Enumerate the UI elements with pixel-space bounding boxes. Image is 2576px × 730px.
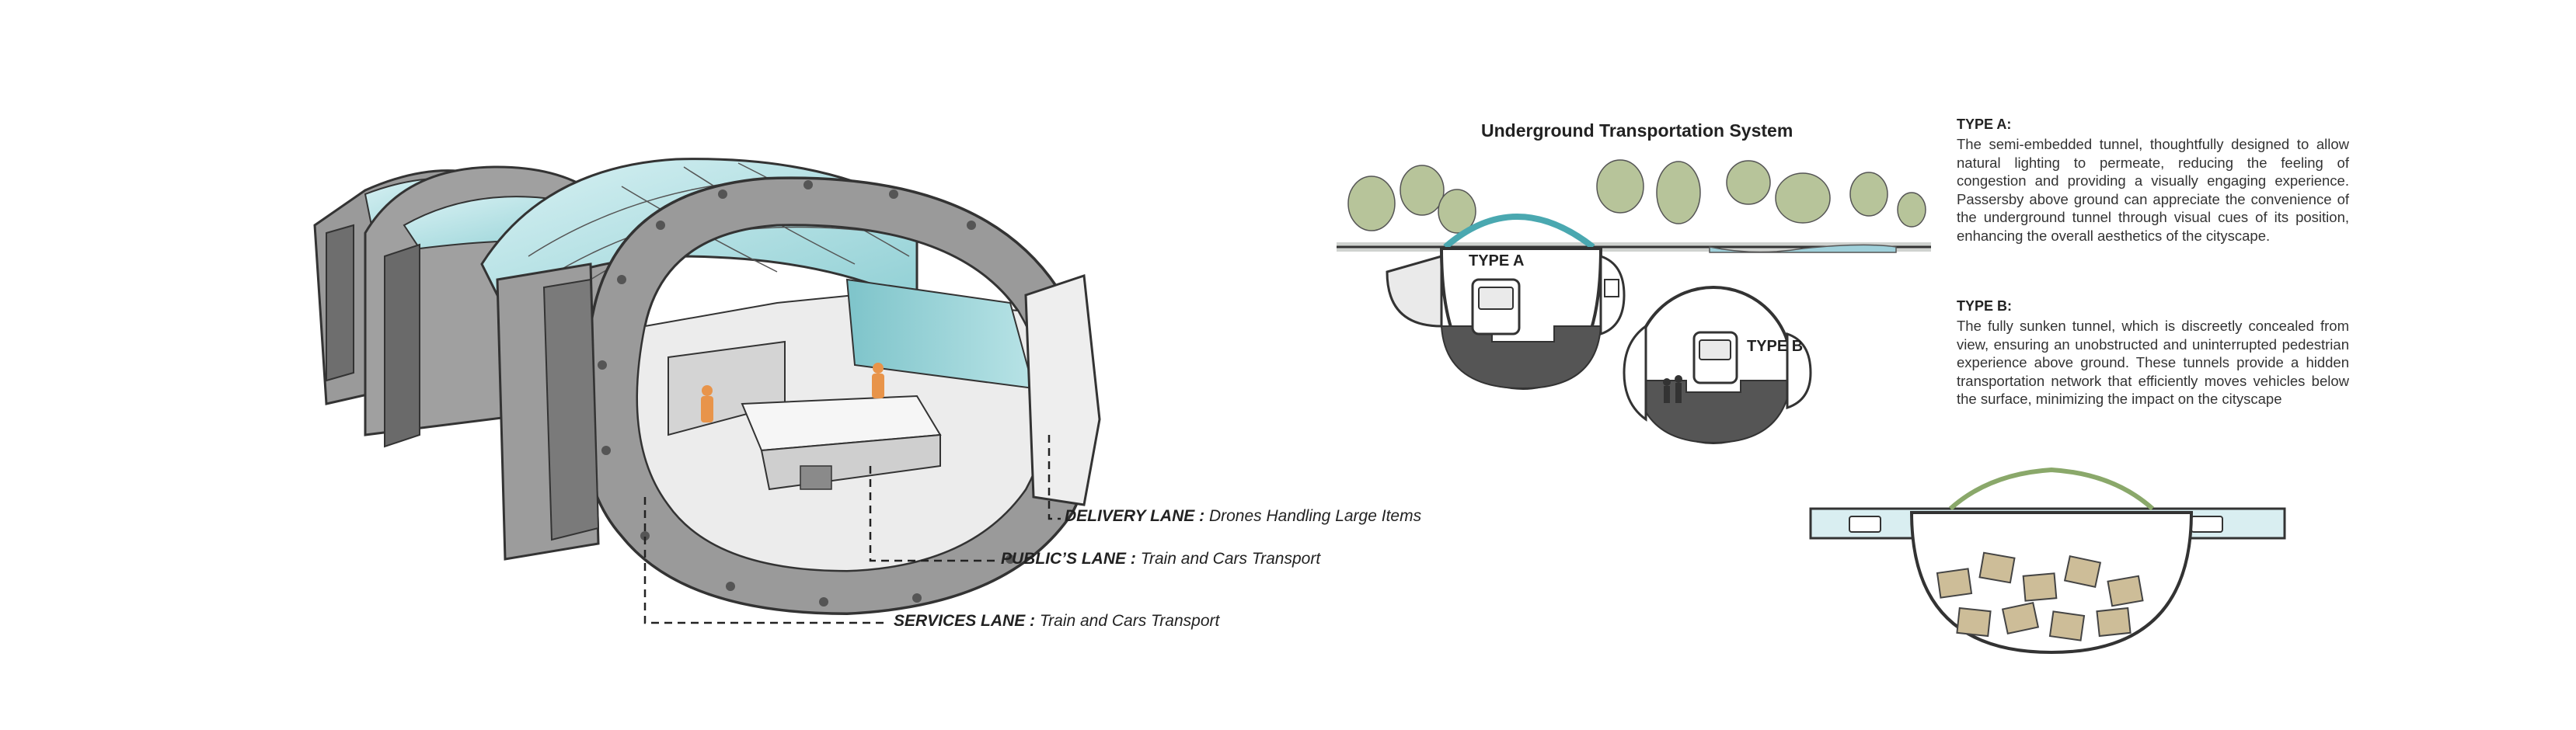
- type-a-heading: TYPE A:: [1957, 116, 2012, 132]
- type-a-section: [1386, 247, 1626, 391]
- type-b-description: The fully sunken tunnel, which is discre…: [1957, 318, 2349, 407]
- lane-separator: :: [1194, 507, 1209, 525]
- type-b-tag: TYPE B: [1747, 338, 1804, 355]
- lane-description: Train and Cars Transport: [1039, 612, 1220, 630]
- lane-separator: :: [1025, 612, 1040, 630]
- lane-name: DELIVERY LANE: [1065, 507, 1195, 525]
- tunnel-segment-front: [480, 158, 1101, 616]
- lane-name: SERVICES LANE: [894, 612, 1026, 630]
- lane-description: Train and Cars Transport: [1140, 550, 1321, 568]
- lane-name: PUBLIC’S LANE: [1001, 550, 1127, 568]
- rock-bed-section: [1809, 467, 2286, 655]
- tunnel-3d-illustration: [313, 158, 1101, 624]
- type-b-section: [1623, 286, 1812, 444]
- lane-separator: :: [1126, 550, 1141, 568]
- type-a-tag: TYPE A: [1469, 252, 1525, 269]
- type-a-landscape: [1337, 159, 1931, 253]
- publics-lane-label: PUBLIC’S LANE : Train and Cars Transport: [1001, 550, 1320, 568]
- services-lane-label: SERVICES LANE : Train and Cars Transport: [894, 612, 1219, 631]
- diagram-title: Underground Transportation System: [1481, 120, 1793, 141]
- type-a-description: The semi-embedded tunnel, thoughtfully d…: [1957, 136, 2349, 244]
- delivery-lane-label: DELIVERY LANE : Drones Handling Large It…: [1065, 507, 1421, 526]
- type-b-heading: TYPE B:: [1957, 298, 2013, 314]
- lane-leader-lines: [643, 435, 1061, 624]
- lane-description: Drones Handling Large Items: [1208, 507, 1422, 525]
- section-diagrams: [1337, 159, 2286, 655]
- pedestrian-figures: [701, 363, 884, 422]
